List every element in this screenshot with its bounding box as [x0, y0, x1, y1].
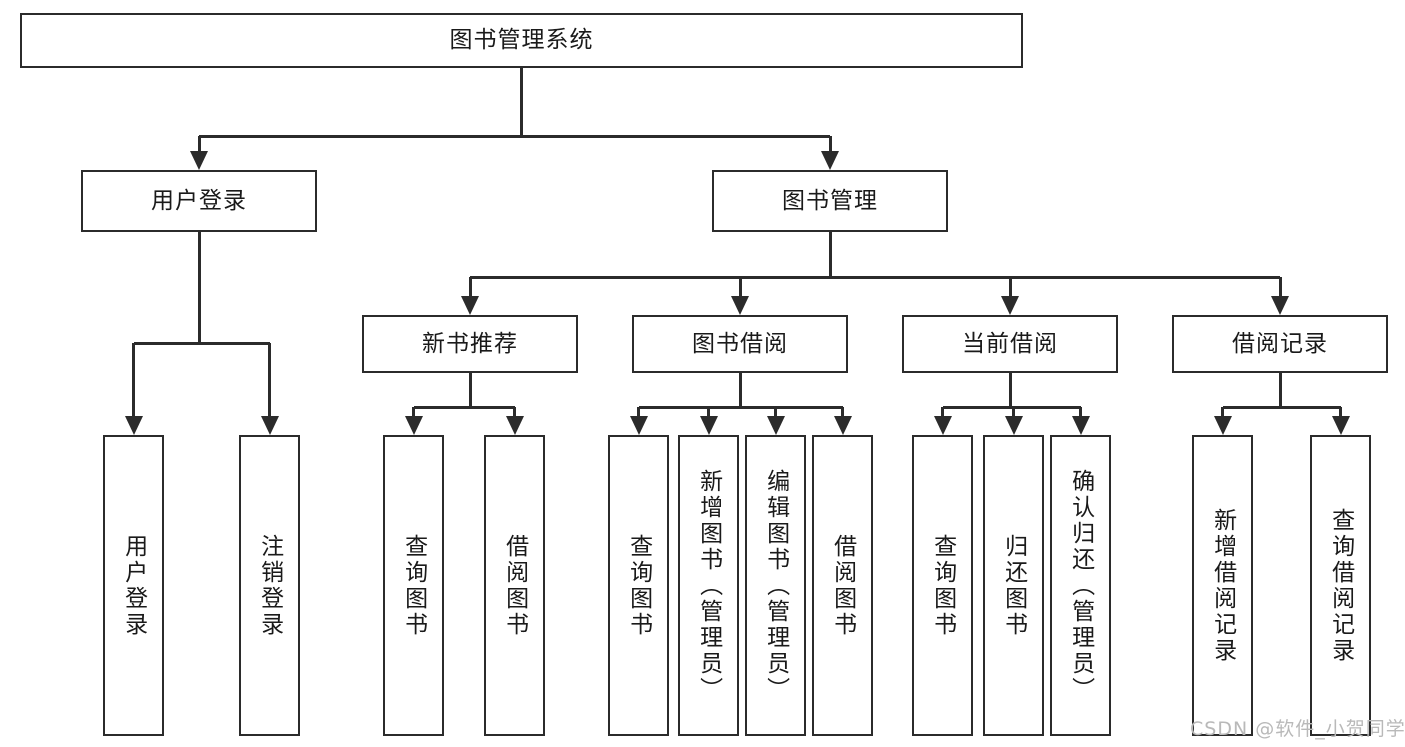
node-book-manage-label: 图书管理 — [782, 187, 878, 214]
node-borrow-record-label: 借阅记录 — [1232, 330, 1328, 357]
node-root-label: 图书管理系统 — [449, 27, 594, 54]
connector-arrowhead — [699, 416, 718, 435]
leaf-query-book-1[interactable]: 查询图书 — [383, 435, 444, 736]
connector-arrowhead — [1071, 416, 1090, 435]
connector-line — [738, 373, 742, 407]
connector-arrowhead — [1331, 416, 1350, 435]
leaf-borrow-book-1[interactable]: 借阅图书 — [484, 435, 545, 736]
node-current-borrow[interactable]: 当前借阅 — [902, 315, 1118, 373]
connector-arrowhead — [124, 416, 143, 435]
leaf-return-book[interactable]: 归还图书 — [983, 435, 1044, 736]
node-user-login-label: 用户登录 — [151, 187, 247, 214]
leaf-add-record[interactable]: 新增借阅记录 — [1192, 435, 1253, 736]
leaf-add-record-label: 新增借阅记录 — [1209, 507, 1236, 664]
connector-line — [1278, 373, 1282, 407]
connector-line — [132, 343, 135, 416]
connector-line — [197, 232, 201, 343]
leaf-query-book-2-label: 查询图书 — [625, 533, 652, 638]
node-book-manage[interactable]: 图书管理 — [712, 170, 948, 232]
leaf-query-book-1-label: 查询图书 — [400, 533, 427, 638]
leaf-confirm-return[interactable]: 确认归还（管理员） — [1050, 435, 1111, 736]
connector-arrowhead — [731, 296, 749, 315]
connector-arrowhead — [833, 416, 852, 435]
connector-arrowhead — [629, 416, 648, 435]
connector-arrowhead — [404, 416, 423, 435]
node-root[interactable]: 图书管理系统 — [20, 13, 1023, 68]
leaf-edit-book-label: 编辑图书（管理员） — [762, 468, 789, 703]
leaf-user-login[interactable]: 用户登录 — [103, 435, 164, 736]
connector-arrowhead — [821, 151, 839, 170]
leaf-borrow-book-2[interactable]: 借阅图书 — [812, 435, 873, 736]
csdn-watermark: CSDN @软件_小贺同学 — [1190, 718, 1405, 740]
connector-line — [1339, 407, 1342, 416]
leaf-confirm-return-label: 确认归还（管理员） — [1067, 468, 1094, 703]
leaf-edit-book[interactable]: 编辑图书（管理员） — [745, 435, 806, 736]
node-current-borrow-label: 当前借阅 — [962, 330, 1058, 357]
connector-arrowhead — [1213, 416, 1232, 435]
leaf-add-book[interactable]: 新增图书（管理员） — [678, 435, 739, 736]
connector-line — [1008, 373, 1012, 407]
connector-line — [513, 407, 516, 416]
connector-arrowhead — [260, 416, 279, 435]
connector-line — [412, 407, 415, 416]
leaf-user-logout-label: 注销登录 — [256, 533, 283, 638]
connector-line — [470, 275, 1280, 279]
node-user-login[interactable]: 用户登录 — [81, 170, 317, 232]
leaf-borrow-book-2-label: 借阅图书 — [829, 533, 856, 638]
node-borrow-record[interactable]: 借阅记录 — [1172, 315, 1388, 373]
leaf-user-login-label: 用户登录 — [120, 533, 147, 638]
connector-line — [1079, 407, 1082, 416]
node-new-book-recommend[interactable]: 新书推荐 — [362, 315, 578, 373]
connector-line — [520, 68, 523, 136]
node-book-borrow[interactable]: 图书借阅 — [632, 315, 848, 373]
connector-line — [707, 407, 710, 416]
connector-line — [828, 232, 832, 277]
connector-arrowhead — [505, 416, 524, 435]
leaf-user-logout[interactable]: 注销登录 — [239, 435, 300, 736]
connector-line — [1222, 405, 1341, 409]
connector-arrowhead — [461, 296, 479, 315]
connector-line — [1221, 407, 1224, 416]
connector-line — [413, 405, 515, 409]
connector-line — [133, 341, 270, 345]
connector-line — [942, 405, 1081, 409]
node-new-book-recommend-label: 新书推荐 — [422, 330, 518, 357]
leaf-add-book-label: 新增图书（管理员） — [695, 468, 722, 703]
connector-line — [638, 405, 843, 409]
connector-line — [468, 373, 472, 407]
connector-line — [774, 407, 777, 416]
connector-line — [1012, 407, 1015, 416]
connector-arrowhead — [933, 416, 952, 435]
leaf-query-record-label: 查询借阅记录 — [1327, 507, 1354, 664]
connector-line — [268, 343, 271, 416]
leaf-query-book-3-label: 查询图书 — [929, 533, 956, 638]
leaf-query-book-3[interactable]: 查询图书 — [912, 435, 973, 736]
connector-line — [197, 136, 201, 151]
connector-line — [841, 407, 844, 416]
connector-line — [1008, 277, 1012, 296]
connector-line — [828, 136, 832, 151]
connector-arrowhead — [1004, 416, 1023, 435]
leaf-return-book-label: 归还图书 — [1000, 533, 1027, 638]
connector-line — [468, 277, 472, 296]
connector-arrowhead — [1271, 296, 1289, 315]
connector-arrowhead — [766, 416, 785, 435]
leaf-query-book-2[interactable]: 查询图书 — [608, 435, 669, 736]
connector-line — [941, 407, 944, 416]
connector-line — [637, 407, 640, 416]
connector-line — [199, 134, 830, 138]
connector-arrowhead — [1001, 296, 1019, 315]
leaf-borrow-book-1-label: 借阅图书 — [501, 533, 528, 638]
leaf-query-record[interactable]: 查询借阅记录 — [1310, 435, 1371, 736]
connector-arrowhead — [190, 151, 208, 170]
connector-line — [1278, 277, 1282, 296]
node-book-borrow-label: 图书借阅 — [692, 330, 788, 357]
connector-line — [738, 277, 742, 296]
